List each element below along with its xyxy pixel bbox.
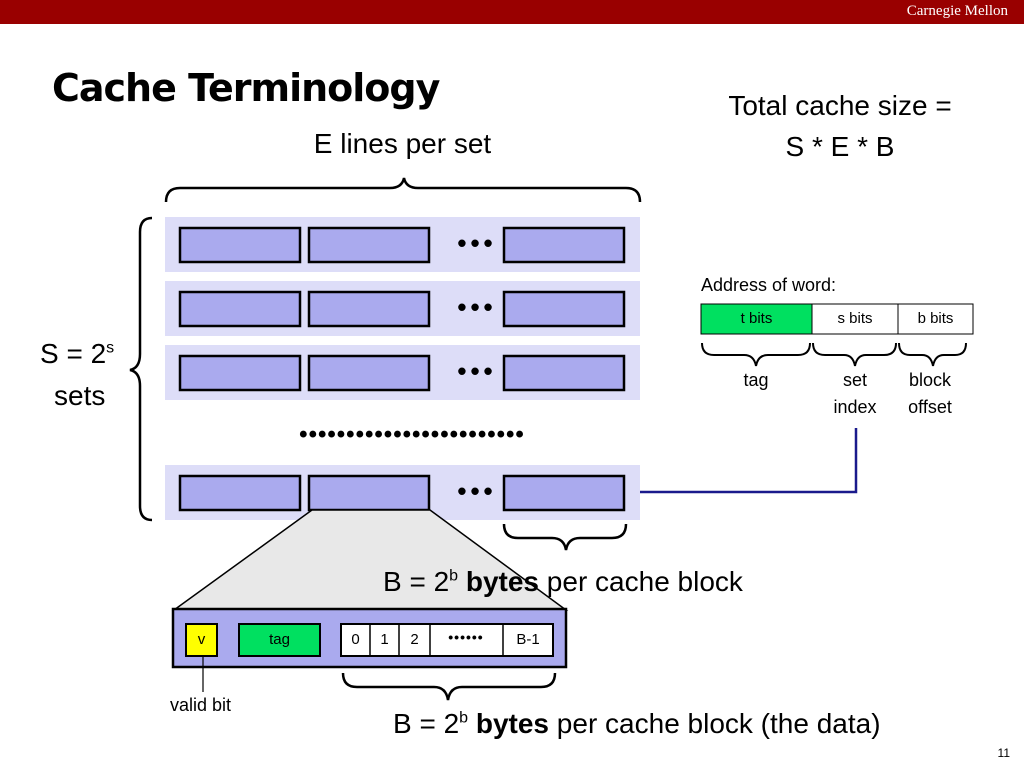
ellipsis: ••• [457, 292, 496, 322]
set-index-connector [640, 428, 858, 494]
header-bar: Carnegie Mellon [0, 0, 1024, 24]
valid-bit-caption: valid bit [170, 695, 232, 715]
tag-brace [701, 342, 811, 367]
set-row-1: ••• [165, 217, 640, 272]
block-size-rest: per cache block [546, 566, 743, 597]
set-caption-line1: set [842, 370, 867, 390]
cache-line-block [178, 354, 302, 392]
address-field-t-label: t bits [740, 310, 773, 327]
block-size-bold: bytes [465, 566, 540, 597]
e-lines-brace [164, 177, 642, 203]
ellipsis: ••• [457, 228, 496, 258]
ellipsis: ••• [457, 476, 496, 506]
ellipsis: ••• [457, 356, 496, 386]
cache-line-block [178, 226, 302, 264]
block-size-exp: b [449, 567, 459, 585]
cache-line-block [502, 474, 626, 512]
cache-line-block [502, 226, 626, 264]
cache-line-block [178, 474, 302, 512]
cache-line-block [502, 354, 626, 392]
set-caption-line2: index [833, 397, 877, 417]
address-field-b-label: b bits [917, 310, 954, 327]
tag-label: tag [269, 631, 290, 648]
set-index-brace [812, 342, 897, 367]
valid-bit-box [185, 623, 218, 657]
block-caption-line2: offset [908, 397, 952, 417]
cache-line-block [307, 226, 431, 264]
s-sets-base: S = 2 [40, 338, 107, 369]
block-size-base: B = 2 [383, 566, 450, 597]
sets-brace [129, 216, 153, 522]
block-caption-line1: block [908, 370, 952, 390]
more-sets-dots: •••••••••••••••••••••••• [299, 421, 525, 448]
data-size-exp: b [459, 709, 469, 727]
data-size-bold: bytes [475, 708, 550, 739]
s-sets-word: sets [54, 380, 106, 411]
set-row-2: ••• [165, 281, 640, 336]
valid-bit-label: v [197, 631, 206, 648]
cache-line-block [307, 290, 431, 328]
address-field-t [700, 303, 813, 335]
block-brace [502, 523, 628, 551]
byte-last-label: B-1 [516, 631, 540, 648]
address-field-b [897, 303, 974, 335]
data-brace [341, 672, 557, 701]
block-size-label: B = 2b bytes per cache block [383, 566, 743, 598]
data-size-base: B = 2 [393, 708, 460, 739]
brand-name: Carnegie Mellon [906, 3, 1008, 19]
address-heading: Address of word: [701, 275, 837, 295]
data-bytes-box [340, 623, 554, 657]
tag-caption: tag [743, 370, 769, 390]
tag-box [238, 623, 321, 657]
byte-2-label: 2 [410, 631, 419, 648]
e-lines-label: E lines per set [313, 128, 492, 159]
page-number: 11 [997, 746, 1010, 760]
byte-1-label: 1 [380, 631, 389, 648]
byte-0-label: 0 [351, 631, 360, 648]
bytes-ellipsis: •••••• [448, 629, 483, 645]
data-size-rest: per cache block (the data) [556, 708, 881, 739]
cache-line-block [178, 290, 302, 328]
data-size-label: B = 2b bytes per cache block (the data) [393, 708, 881, 740]
block-offset-brace [898, 342, 967, 367]
total-size-line1: Total cache size = [728, 90, 952, 121]
cache-line-block-selected [307, 474, 431, 512]
cache-line-block [307, 354, 431, 392]
slide-title: Cache Terminology [52, 66, 440, 110]
total-size-line2: S * E * B [785, 131, 895, 162]
address-field-s-label: s bits [837, 310, 873, 327]
set-row-3: ••• [165, 345, 640, 400]
s-sets-label: S = 2s [40, 338, 114, 370]
cache-line-block [502, 290, 626, 328]
s-sets-exp: s [106, 339, 115, 357]
